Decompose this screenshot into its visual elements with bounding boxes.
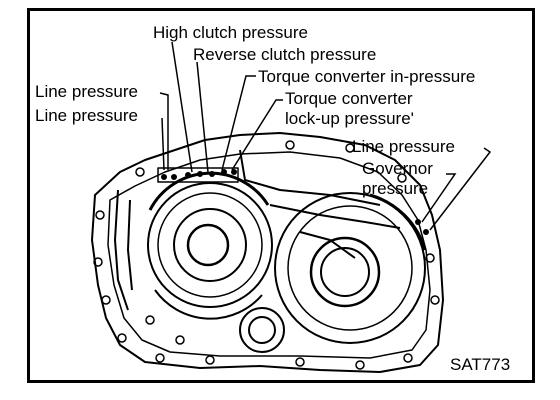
bolt-hole: [355, 360, 365, 370]
bolt-hole: [135, 167, 145, 177]
bolt-hole: [117, 333, 127, 343]
label-high-clutch-pressure: High clutch pressure: [153, 23, 308, 42]
port-hole: [197, 171, 203, 177]
bolt-hole: [403, 353, 413, 363]
converter-hub: [309, 236, 381, 308]
converter-housing-ring: [287, 205, 413, 331]
clutch-arc-lower: [154, 289, 263, 320]
bolt-hole: [345, 143, 355, 153]
bolt-hole: [430, 295, 440, 305]
label-torque-converter-line2: lock-up pressure': [285, 109, 414, 128]
label-line-pressure-2: Line pressure: [35, 106, 138, 125]
leader-high-clutch: [171, 41, 193, 173]
bolt-hole: [205, 355, 215, 365]
bolt-hole: [285, 140, 295, 150]
label-reverse-clutch-pressure: Reverse clutch pressure: [193, 45, 376, 64]
left-wall: [114, 189, 129, 311]
label-governor-pressure: pressure: [362, 179, 428, 198]
label-torque-converter-in-pressure: Torque converter in-pressure: [258, 67, 475, 86]
case-outline: [91, 132, 444, 373]
port-hole: [185, 172, 191, 178]
lower-boss-outer: [239, 307, 285, 353]
input-shaft-bore: [186, 223, 230, 267]
case-flange: [107, 151, 431, 359]
clutch-housing-ring: [157, 192, 263, 298]
port-hole: [231, 169, 237, 175]
figure-frame: [27, 8, 535, 383]
bolt-hole: [425, 253, 435, 263]
clutch-housing-inner: [173, 208, 247, 282]
bolt-hole: [93, 257, 103, 267]
label-torque-converter-line1: Torque converter: [285, 89, 413, 108]
port-hole: [415, 219, 421, 225]
leader-governor: [421, 173, 457, 223]
converter-arc: [369, 193, 427, 251]
bolt-hole: [397, 173, 407, 183]
clutch-arc: [148, 171, 270, 211]
label-line-pressure-1: Line pressure: [35, 82, 138, 101]
port-block: [157, 167, 239, 183]
port-hole: [161, 174, 167, 180]
leader-tc-in: [221, 75, 256, 171]
leader-line-1: [159, 92, 169, 170]
leader-line-2: [161, 117, 165, 171]
port-hole: [209, 171, 215, 177]
bolt-hole: [175, 335, 185, 345]
port-hole: [423, 229, 429, 235]
figure-code: SAT773: [450, 355, 510, 374]
left-wall-inner: [127, 199, 133, 291]
bolt-hole: [295, 357, 305, 367]
channel-rib-1: [239, 149, 381, 206]
leader-line-3: [429, 147, 492, 231]
bolt-hole: [145, 315, 155, 325]
label-line-pressure-3: Line pressure: [352, 137, 455, 156]
converter-housing-outer: [274, 192, 426, 344]
port-hole: [171, 174, 177, 180]
channel-rib-2: [269, 204, 401, 229]
lower-boss-inner: [248, 316, 276, 344]
label-governor: Governor: [362, 159, 433, 178]
bolt-hole: [155, 353, 165, 363]
converter-hub-inner: [320, 247, 370, 297]
channel-rib-3: [299, 231, 356, 259]
bolt-hole: [95, 210, 105, 220]
bolt-hole: [101, 295, 111, 305]
leader-reverse-clutch: [196, 61, 209, 173]
port-hole: [221, 169, 227, 175]
leader-tc-lockup: [231, 99, 283, 171]
clutch-housing-outer: [147, 182, 273, 308]
